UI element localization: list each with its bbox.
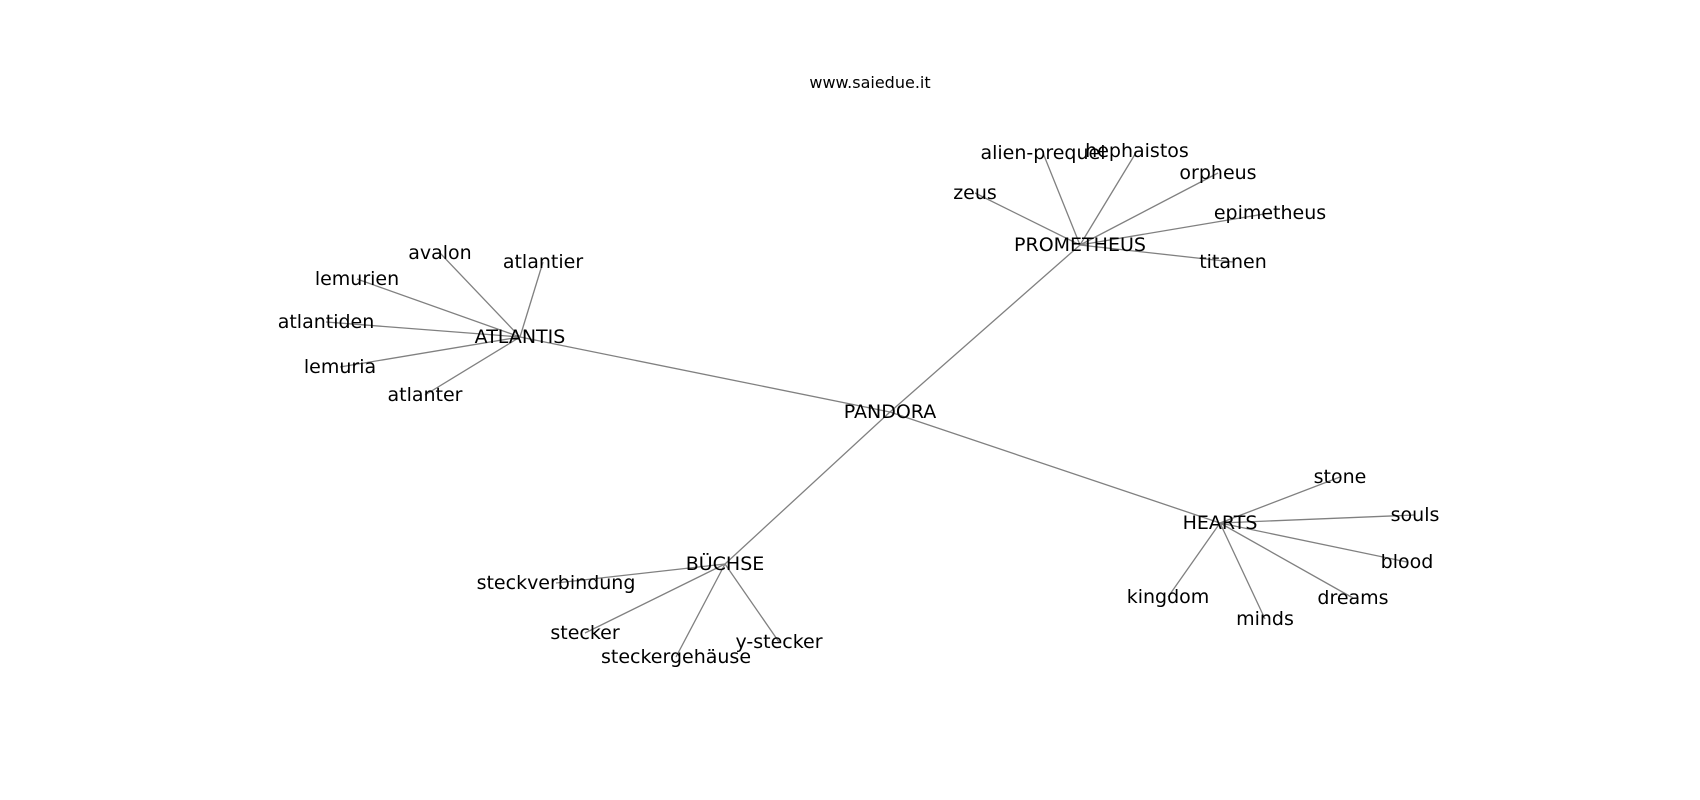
node-souls: souls [1391, 504, 1440, 526]
node-hub-prometheus: PROMETHEUS [1014, 234, 1146, 256]
node-atlantiden: atlantiden [278, 311, 375, 333]
edge-atlantis-atlantier [519, 261, 544, 338]
node-hub-atlantis: ATLANTIS [475, 326, 566, 348]
edge-atlantis-lemuria [339, 336, 521, 368]
node-atlantier: atlantier [503, 251, 583, 273]
node-minds: minds [1236, 608, 1294, 630]
edge-prometheus-hephaistos [1079, 150, 1138, 246]
edge-buechse-stecker [584, 563, 726, 634]
node-steckergehaeuse: steckergehäuse [601, 646, 751, 668]
node-lemurien: lemurien [315, 268, 399, 290]
node-y-stecker: y-stecker [735, 631, 822, 653]
edge-prometheus-epimetheus [1079, 212, 1271, 246]
node-stecker: stecker [550, 622, 619, 644]
edge-center-atlantis [519, 336, 891, 413]
edge-prometheus-alien-prequel [1042, 152, 1081, 246]
edge-buechse-y-stecker [724, 563, 780, 643]
node-lemuria: lemuria [304, 356, 376, 378]
node-hub-hearts: HEARTS [1183, 512, 1258, 534]
edge-atlantis-atlantiden [325, 321, 521, 338]
edge-hearts-kingdom [1167, 522, 1221, 598]
node-hephaistos: hephaistos [1085, 140, 1189, 162]
edge-hearts-dreams [1219, 522, 1354, 599]
graph-title: www.saiedue.it [809, 73, 930, 92]
edge-hearts-stone [1219, 476, 1341, 524]
edge-hearts-souls [1219, 514, 1416, 524]
edge-hearts-minds [1219, 522, 1266, 620]
edge-prometheus-zeus [974, 192, 1081, 246]
edge-hearts-blood [1219, 522, 1408, 563]
node-stone: stone [1314, 466, 1367, 488]
node-steckverbindung: steckverbindung [477, 572, 636, 594]
edge-prometheus-titanen [1079, 244, 1234, 263]
node-orpheus: orpheus [1179, 162, 1256, 184]
node-epimetheus: epimetheus [1214, 202, 1326, 224]
node-kingdom: kingdom [1127, 586, 1210, 608]
edge-atlantis-avalon [439, 252, 521, 338]
node-zeus: zeus [953, 182, 997, 204]
edge-center-prometheus [889, 244, 1081, 413]
edge-buechse-steckergehaeuse [675, 563, 726, 658]
edge-prometheus-orpheus [1079, 172, 1219, 246]
edge-buechse-steckverbindung [555, 563, 726, 584]
node-center: PANDORA [844, 401, 936, 423]
label-layer: PANDORA PROMETHEUS zeus alien-prequelhephai… [278, 140, 1440, 668]
edge-center-hearts [889, 411, 1221, 524]
node-titanen: titanen [1199, 251, 1267, 273]
edge-center-buechse [724, 411, 891, 565]
node-avalon: avalon [408, 242, 471, 264]
edge-atlantis-atlanter [424, 336, 521, 396]
edge-atlantis-lemurien [356, 278, 521, 338]
node-atlanter: atlanter [387, 384, 462, 406]
edge-layer [325, 150, 1416, 658]
node-dreams: dreams [1317, 587, 1388, 609]
node-blood: blood [1381, 551, 1434, 573]
node-hub-buechse: BÜCHSE [686, 552, 765, 575]
node-alien-prequel: alien-prequel [980, 142, 1105, 164]
